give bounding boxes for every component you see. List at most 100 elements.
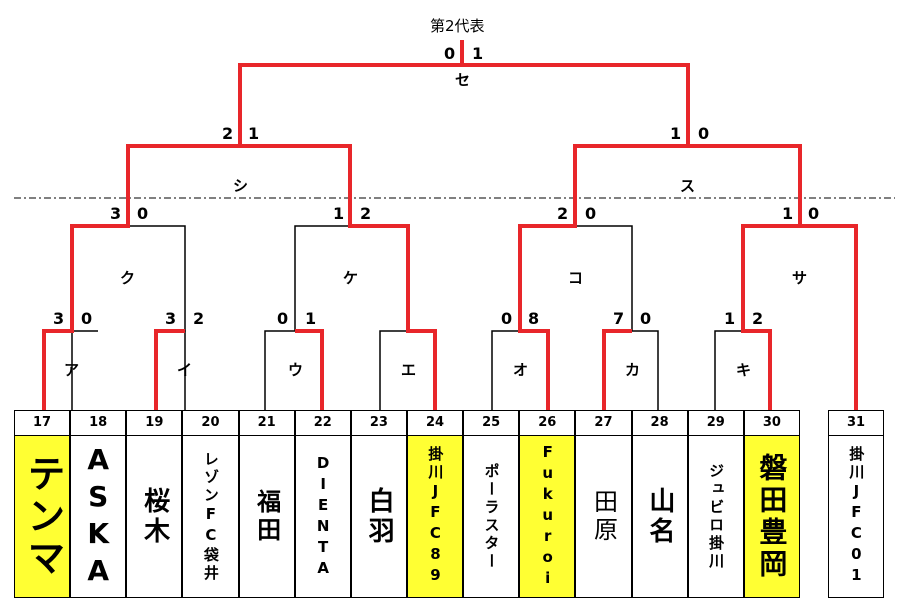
team-name: ジュビロ掛川 [707,462,726,571]
match-label-shi: シ [233,177,249,195]
match-label-i: イ [177,361,193,379]
team-cell: Fukuroi [519,436,576,598]
score-u-left: 0 [277,309,289,328]
team-name: 掛川JFC01 [847,446,866,587]
team-name: Fukuroi [538,443,557,590]
score-a-right: 0 [81,309,93,328]
team-cell: DIENTA [294,436,351,598]
score-o-left: 0 [501,309,513,328]
cell-border [519,410,576,436]
score-su-right: 0 [698,124,710,143]
team-cell: 田原 [575,436,632,598]
score-shi-left: 2 [222,124,234,143]
score-ku-left: 3 [110,204,122,223]
team-cell: レゾンFC袋井 [182,436,239,598]
team-cell: 掛川JFC89 [406,436,464,598]
match-label-se: セ [455,71,471,89]
team-cell: 桜木 [126,436,183,598]
match-label-ka: カ [625,361,641,379]
team-number: 31 [846,415,866,430]
team-number: 23 [369,415,388,430]
match-label-ku: ク [120,269,136,287]
score-a-left: 3 [53,309,65,328]
score-u-right: 1 [305,309,317,328]
team-cell: ポーラスター [463,436,520,598]
team-cell: 福田 [238,436,295,598]
match-label-o: オ [513,361,529,379]
team-cell: 山名 [631,436,688,598]
score-ke-left: 1 [333,204,345,223]
cell-border [406,410,464,436]
team-number: 19 [145,415,164,430]
cell-border [70,410,127,436]
score-ko-right: 0 [585,204,597,223]
score-o-right: 8 [528,309,540,328]
team-cell: 磐田豊岡 [743,436,800,598]
team-name: 福田 [252,488,281,545]
team-number: 26 [538,415,557,430]
cell-border [687,410,744,436]
team-number: 18 [89,415,108,430]
cell-border [182,410,239,436]
team-number: 28 [650,415,669,430]
team-name: 山名 [644,486,675,547]
score-su-left: 1 [670,124,682,143]
team-name: 白羽 [364,486,395,547]
score-i-right: 2 [193,309,205,328]
team-name: 桜木 [139,486,170,547]
team-name: ASKA [81,442,115,591]
bracket-winner-lines [42,40,858,410]
match-label-ki: キ [736,361,752,379]
team-number: 25 [482,415,501,430]
team-cell: ASKA [70,436,127,598]
team-cell: ジュビロ掛川 [687,436,744,598]
team-number: 22 [313,415,332,430]
match-label-e: エ [401,361,417,379]
team-name: レゾンFC袋井 [201,450,220,583]
score-ki-right: 2 [752,309,764,328]
team-number: 21 [257,415,276,430]
cell-border [350,410,407,436]
score-i-left: 3 [165,309,177,328]
team-cell: 掛川JFC01 [828,436,884,598]
cell-border [575,410,632,436]
team-cell: 白羽 [350,436,407,598]
team-name: 磐田豊岡 [755,452,789,581]
score-ka-right: 0 [640,309,652,328]
team-number: 29 [706,415,725,430]
cell-border [828,410,884,436]
cell-border [631,410,688,436]
team-number: 20 [201,415,220,430]
cell-border [463,410,520,436]
score-sa-left: 1 [782,204,794,223]
team-number: 27 [594,415,613,430]
cell-border [294,410,351,436]
match-label-sa: サ [792,269,808,287]
team-number: 17 [33,415,52,430]
score-ko-left: 2 [557,204,569,223]
score-se-right: 1 [472,44,484,63]
cell-border [743,410,800,436]
score-ka-left: 7 [613,309,625,328]
team-name: DIENTA [314,453,333,580]
score-ki-left: 1 [724,309,736,328]
cell-border [126,410,183,436]
match-label-ke: ケ [343,269,359,287]
score-se-left: 0 [444,44,456,63]
team-number: 30 [762,415,781,430]
score-sa-right: 0 [808,204,820,223]
match-label-su: ス [680,177,696,195]
score-ke-right: 2 [360,204,372,223]
team-name: ポーラスター [482,462,501,571]
match-label-u: ウ [288,361,304,379]
team-number: 24 [425,415,445,430]
score-shi-right: 1 [248,124,260,143]
team-name: 田原 [589,488,618,545]
bracket-title: 第2代表 [430,17,485,35]
cell-border [238,410,295,436]
team-name: 掛川JFC89 [426,446,445,587]
match-label-ko: コ [568,269,584,287]
cell-border [14,410,71,436]
team-cell: テンマ [14,436,71,598]
